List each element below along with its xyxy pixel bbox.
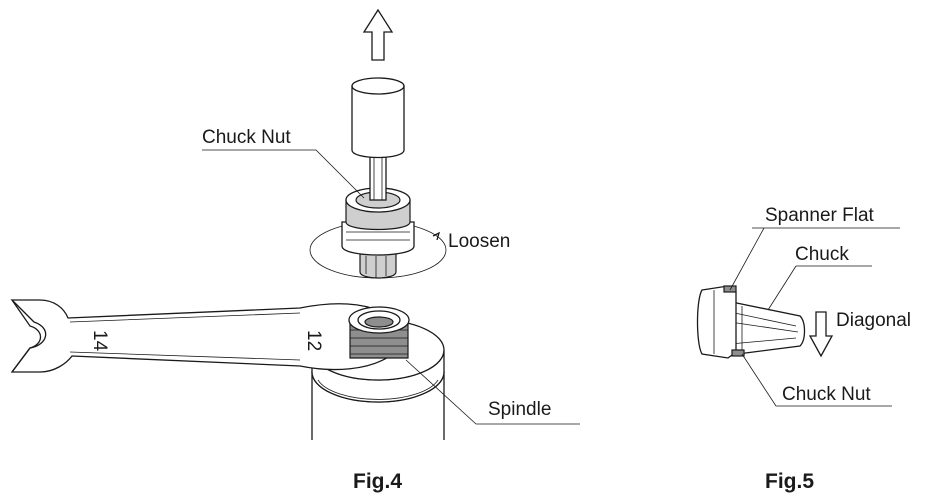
wrench-size-12: 12 bbox=[303, 330, 324, 351]
down-arrow-icon bbox=[808, 311, 834, 358]
svg-text:Chuck Nut: Chuck Nut bbox=[202, 127, 291, 148]
fig5-caption: Fig.5 bbox=[765, 470, 814, 493]
wrench-size-14: 14 bbox=[89, 330, 110, 352]
svg-text:Spanner Flat: Spanner Flat bbox=[765, 205, 875, 226]
up-arrow-icon bbox=[362, 8, 394, 61]
label-spindle: Spindle bbox=[405, 359, 580, 425]
chuck-nut-fig5 bbox=[696, 285, 745, 359]
label-spanner-flat: Spanner Flat bbox=[729, 205, 900, 291]
label-diagonal: Diagonal bbox=[836, 310, 911, 331]
label-chuck-nut-fig5: Chuck Nut bbox=[741, 353, 892, 407]
label-chuck: Chuck bbox=[767, 244, 872, 311]
spanner-wrench bbox=[10, 299, 403, 373]
figure-5: Spanner Flat Chuck Diagonal Chuck Nut Fi… bbox=[696, 205, 911, 493]
label-chuck-nut-fig4: Chuck Nut bbox=[202, 127, 365, 199]
chuck-collet bbox=[721, 299, 806, 357]
label-loosen: Loosen bbox=[448, 231, 510, 252]
svg-text:Chuck: Chuck bbox=[795, 244, 849, 265]
tool-bit bbox=[351, 77, 405, 201]
chuck-nut-assembly bbox=[341, 187, 415, 279]
svg-text:Spindle: Spindle bbox=[488, 399, 551, 420]
spindle-thread bbox=[348, 306, 410, 359]
figure-4: Chuck Nut Loosen 14 12 Spindle Fig.4 bbox=[10, 8, 580, 493]
svg-text:Chuck Nut: Chuck Nut bbox=[782, 384, 871, 405]
svg-text:Loosen: Loosen bbox=[448, 231, 510, 252]
fig4-caption: Fig.4 bbox=[353, 470, 402, 493]
